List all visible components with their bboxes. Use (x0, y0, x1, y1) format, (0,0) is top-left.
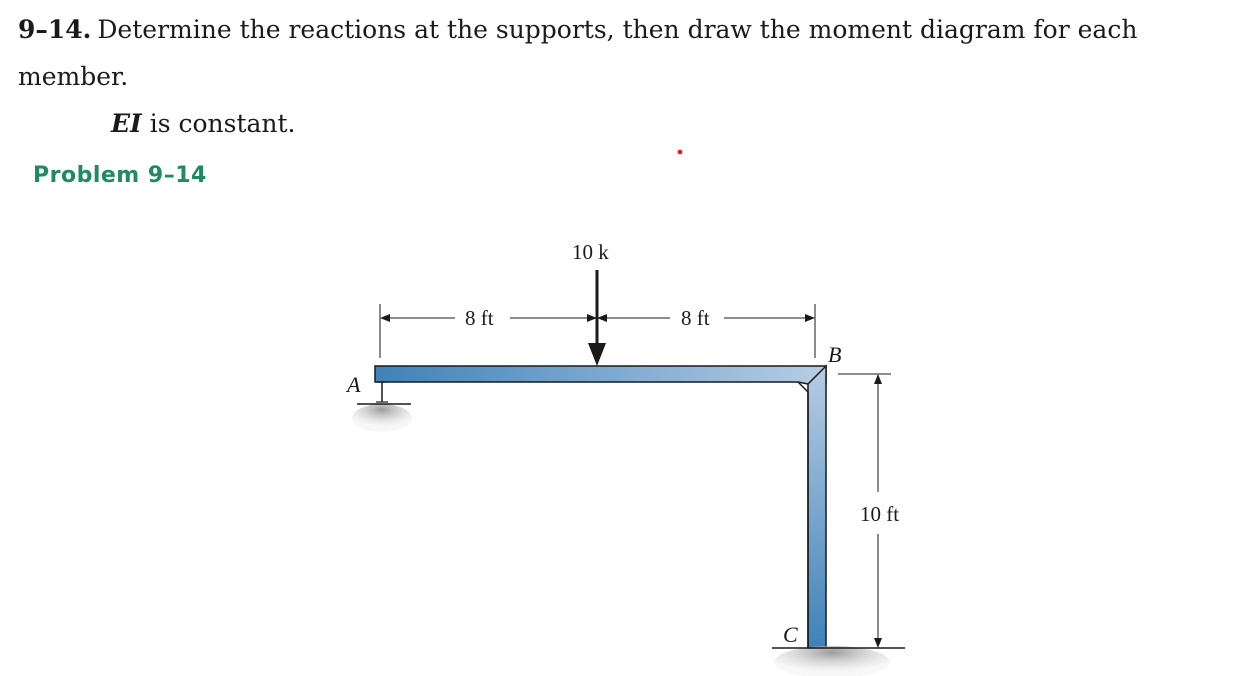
horizontal-member-ab (374, 365, 827, 385)
constant-text: is constant. (141, 109, 296, 138)
problem-caption: Problem 9–14 (33, 163, 207, 188)
problem-line-2: EI is constant. (18, 100, 1228, 147)
point-c-label: C (783, 622, 798, 647)
point-b-label: B (828, 342, 841, 367)
support-c (772, 646, 905, 676)
problem-number: 9–14. (18, 15, 92, 44)
vertical-member-bc (797, 364, 827, 649)
ei-symbol: EI (111, 109, 142, 138)
dim-right-label: 8 ft (681, 306, 710, 330)
support-a (352, 381, 412, 432)
point-a-label: A (345, 372, 361, 397)
dim-left-label: 8 ft (465, 306, 494, 330)
problem-line-1: 9–14.Determine the reactions at the supp… (18, 6, 1228, 100)
dimension-vertical (838, 373, 891, 648)
load-label: 10 k (572, 240, 609, 264)
dimension-horizontal (379, 304, 816, 358)
problem-statement-text: Determine the reactions at the supports,… (18, 15, 1138, 91)
problem-statement: 9–14.Determine the reactions at the supp… (18, 6, 1228, 147)
dim-vertical-label: 10 ft (860, 502, 899, 526)
red-dot (677, 149, 683, 155)
